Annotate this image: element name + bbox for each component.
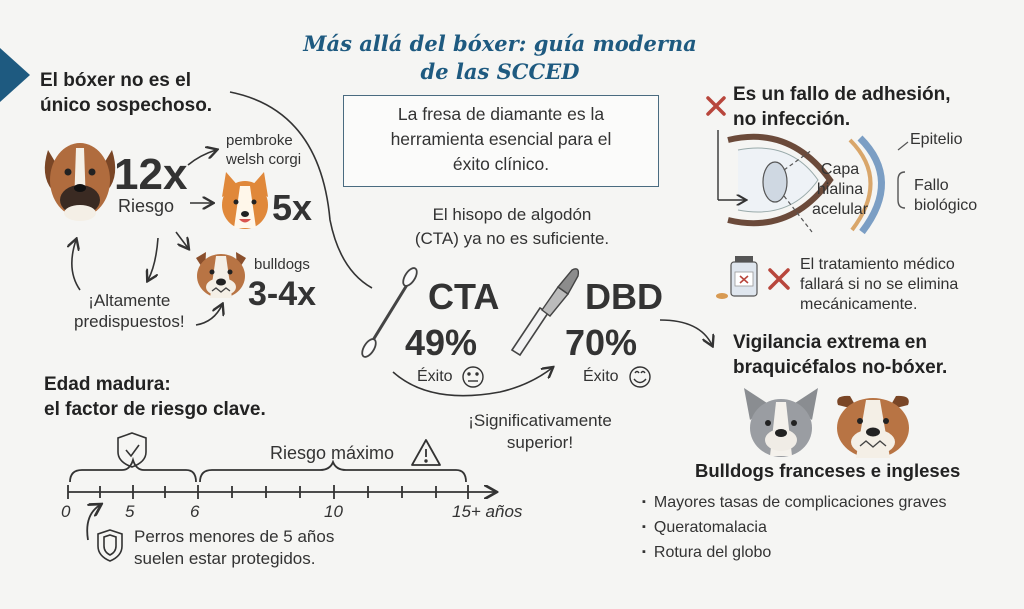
box-line-3: éxito clínico. [452, 154, 550, 174]
shield-icon [97, 529, 123, 562]
age-timeline [67, 456, 495, 541]
corner-tab [0, 48, 30, 102]
boxer-multiplier: 12x [114, 150, 188, 199]
english-bulldog-icon [837, 395, 909, 458]
breeds-heading: Bulldogs franceses e ingleses [695, 460, 961, 481]
superior-line-1: ¡Significativamente [468, 411, 612, 430]
tick-label: 6 [190, 502, 200, 521]
predisposed-line-1: ¡Altamente [88, 291, 171, 310]
capa-line-3: acelular [812, 201, 869, 218]
tick-label: 15+ años [452, 502, 523, 521]
bulldog-multiplier: 3-4x [248, 275, 317, 313]
tick-label: 5 [125, 502, 135, 521]
list-item: Mayores tasas de complicaciones graves [642, 490, 947, 515]
treatment-note: El tratamiento médico fallará si no se e… [800, 255, 958, 315]
center-arrows [392, 319, 712, 397]
predisposed-line-2: predispuestos! [74, 312, 185, 331]
cta-percent: 49% [405, 322, 478, 363]
age-heading: Edad madura: el factor de riesgo clave. [44, 372, 266, 422]
treatment-line-1: El tratamiento médico [800, 256, 955, 273]
title-line-1: Más allá del bóxer: guía moderna [303, 31, 697, 56]
cta-label: CTA [428, 276, 500, 317]
corgi-icon [222, 172, 268, 229]
dbd-label: DBD [585, 276, 663, 317]
breed-heading-line-2: único sospechoso. [40, 95, 213, 116]
hyaline-layer-label: Capa hialina acelular [812, 160, 868, 220]
vigilance-heading-line-1: Vigilancia extrema en [733, 332, 927, 353]
shield-check-icon [117, 432, 147, 468]
diamond-burr-icon [510, 268, 580, 357]
adhesion-heading-line-2: no infección. [733, 109, 851, 130]
tick-label: 10 [324, 502, 343, 521]
dbd-percent: 70% [565, 322, 638, 363]
vigilance-heading: Vigilancia extrema en braquicéfalos no-b… [733, 330, 947, 380]
medicine-bottle-icon [716, 256, 758, 299]
complications-list: Mayores tasas de complicaciones graves Q… [642, 490, 947, 565]
key-message-box: La fresa de diamante es la herramienta e… [343, 95, 659, 187]
fallo-line-2: biológico [914, 197, 978, 214]
age-heading-line-2: el factor de riesgo clave. [44, 399, 266, 420]
page-title: Más allá del bóxer: guía moderna de las … [240, 30, 760, 86]
age-heading-line-1: Edad madura: [44, 374, 171, 395]
cotton-swab-icon [361, 267, 418, 358]
fallo-line-1: Fallo [914, 177, 949, 194]
treatment-line-3: mecánicamente. [800, 296, 918, 313]
neutral-face-icon [462, 366, 484, 388]
list-item: Rotura del globo [642, 540, 946, 565]
biological-failure-label: Fallo biológico [914, 176, 977, 216]
corgi-label-line-1: pembroke [226, 132, 293, 149]
boxer-icon [44, 143, 116, 221]
predisposed-label: ¡Altamente predispuestos! [74, 290, 185, 332]
title-line-2: de las SCCED [420, 59, 580, 84]
cta-caption: Éxito [417, 368, 453, 385]
epitelio-label: Epitelio [910, 131, 963, 148]
bulldog-label: bulldogs [254, 256, 310, 273]
list-item: Queratomalacia [642, 515, 946, 540]
cotton-swab-note: El hisopo de algodón (CTA) ya no es sufi… [392, 203, 632, 251]
protected-line-2: suelen estar protegidos. [134, 549, 316, 568]
capa-line-1: Capa [820, 161, 860, 178]
dbd-caption: Éxito [583, 368, 619, 385]
box-line-1: La fresa de diamante es la [397, 104, 605, 124]
box-line-2: herramienta esencial para el [390, 129, 612, 149]
corgi-multiplier: 5x [272, 187, 313, 228]
cornea-diagram [717, 130, 909, 235]
breed-heading: El bóxer no es el único sospechoso. [40, 68, 212, 118]
treatment-line-2: fallará si no se elimina [800, 276, 959, 293]
protected-line-1: Perros menores de 5 años [134, 527, 335, 546]
boxer-caption: Riesgo [118, 196, 175, 216]
corgi-label: pembroke welsh corgi [226, 131, 301, 169]
cross-icon [706, 96, 726, 116]
warning-icon [411, 439, 441, 466]
breed-heading-line-1: El bóxer no es el [40, 70, 191, 91]
adhesion-heading: Es un fallo de adhesión, no infección. [733, 82, 950, 132]
vigilance-heading-line-2: braquicéfalos no-bóxer. [733, 357, 948, 378]
protected-note: Perros menores de 5 años suelen estar pr… [134, 526, 334, 570]
corgi-label-line-2: welsh corgi [226, 151, 302, 168]
happy-face-icon [629, 366, 651, 388]
cotton-line-2: (CTA) ya no es suficiente. [414, 229, 610, 248]
bulldog-icon [196, 252, 246, 298]
capa-line-2: hialina [816, 181, 864, 198]
peak-risk-label: Riesgo máximo [270, 443, 395, 463]
adhesion-heading-line-1: Es un fallo de adhesión, [733, 84, 951, 105]
superior-note: ¡Significativamente superior! [430, 410, 650, 454]
french-bulldog-icon [744, 388, 818, 457]
tick-label: 0 [61, 502, 71, 521]
cotton-line-1: El hisopo de algodón [432, 205, 592, 224]
superior-line-2: superior! [506, 433, 574, 452]
left-arrows [72, 91, 373, 326]
cross-icon [768, 268, 790, 290]
